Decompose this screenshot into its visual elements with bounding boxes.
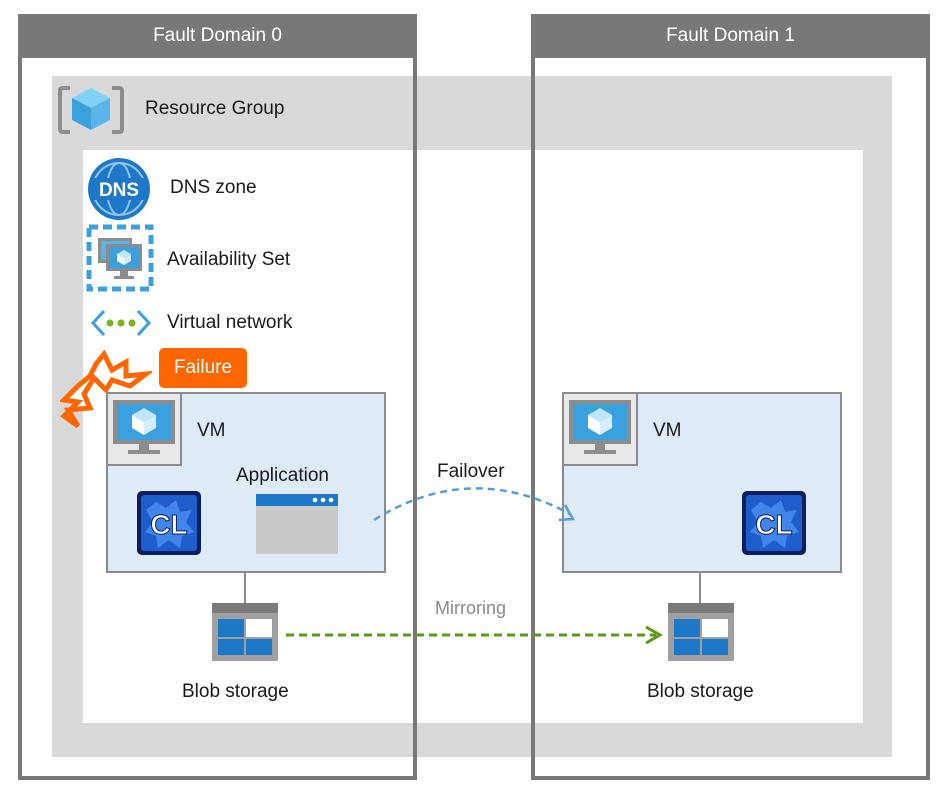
vm-left-label: VM — [197, 420, 226, 441]
cluster-right-text: CL — [755, 509, 792, 540]
application-label: Application — [236, 465, 329, 486]
vm-right-label: VM — [653, 420, 682, 441]
dns-zone-icon: DNS — [88, 158, 150, 220]
resource-group-icon — [58, 86, 124, 134]
mirroring-label: Mirroring — [435, 598, 507, 618]
failure-badge: Failure — [159, 348, 247, 388]
blob-storage-left-icon — [212, 603, 278, 661]
dns-icon-text: DNS — [99, 180, 139, 201]
resource-group-label: Resource Group — [145, 98, 285, 119]
mirroring-arrow — [286, 625, 664, 645]
blob-storage-right-label: Blob storage — [647, 681, 754, 702]
failure-lightning-icon — [60, 350, 152, 429]
blob-storage-right-icon — [668, 603, 734, 661]
virtual-network-icon — [90, 309, 152, 337]
availability-set-label: Availability Set — [167, 249, 291, 270]
virtual-network-label: Virtual network — [167, 312, 293, 333]
fault-domain-1-header: Fault Domain 1 — [531, 14, 930, 58]
failover-label: Failover — [437, 461, 505, 482]
application-window-icon — [256, 494, 338, 554]
blob-storage-left-label: Blob storage — [182, 681, 289, 702]
vm-right-monitor-icon — [562, 392, 638, 466]
cluster-left-text: CL — [150, 509, 187, 540]
vm-left-storage-connector — [244, 573, 246, 603]
vm-left-monitor-icon — [106, 392, 182, 466]
cluster-right-icon: CL — [742, 491, 806, 555]
failover-arrow — [373, 487, 576, 522]
fault-domain-0-header: Fault Domain 0 — [18, 14, 417, 58]
dns-zone-label: DNS zone — [170, 177, 257, 198]
vm-right-storage-connector — [699, 573, 701, 603]
cluster-left-icon: CL — [137, 491, 201, 555]
availability-set-icon — [86, 224, 154, 292]
